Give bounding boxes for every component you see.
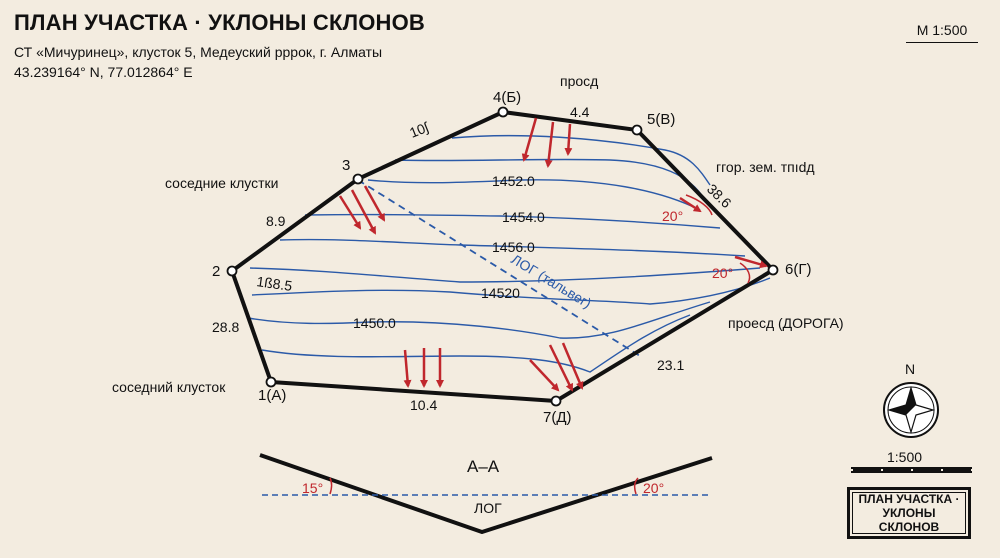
plan-coordinates: 43.239164° N, 77.012864° E: [14, 64, 193, 80]
contour-line: [304, 213, 721, 229]
side-length: 8.9: [266, 213, 286, 229]
slope-angle-right: 20°: [712, 265, 733, 281]
parcel-boundary: [230, 110, 775, 403]
map-scale-label: М 1:500: [906, 22, 978, 43]
section-left-angle: 15°: [302, 480, 323, 496]
neighbor-north-east: ггор. зем. тпıdд: [716, 159, 815, 175]
vertex-label: 3: [342, 157, 350, 174]
contour-line: [279, 238, 746, 257]
slope-arrows: [338, 117, 768, 392]
vertex-label: 1(А): [258, 387, 286, 404]
slope-arrow: [679, 196, 702, 213]
slope-arrow: [734, 255, 768, 269]
north-arrow: N 1:500: [851, 361, 972, 473]
title-stamp: ПЛАН УЧАСТКА · УКЛОНЫ СКЛОНОВ: [847, 487, 971, 539]
slope-angle-arc: [685, 194, 713, 216]
compass-star-dark: [889, 388, 916, 415]
vertex-marker: [550, 395, 562, 407]
contour-line: [249, 267, 761, 283]
contour-line: [451, 134, 711, 186]
neighbor-south-west: соседний клусток: [112, 379, 226, 395]
section-angle-arc: [329, 477, 333, 495]
side-length: 38.6: [704, 181, 735, 212]
scale-bar-label: 1:500: [887, 449, 922, 465]
vertex-marker: [767, 264, 779, 276]
section-angle-arc: [633, 477, 639, 495]
vertex-marker: [226, 265, 238, 277]
cross-section: А–А ЛОГ 15° 20°: [259, 453, 713, 534]
vertex-label: 6(Г): [785, 261, 811, 278]
vertex-marker: [352, 173, 364, 185]
slope-arrow: [363, 185, 386, 222]
vertex-markers: [226, 106, 779, 407]
slope-arrow: [350, 189, 377, 235]
contour-label: 1454.0: [502, 209, 545, 225]
contour-label: 1450.0: [353, 315, 396, 331]
neighbor-west: соседние клустки: [165, 175, 278, 191]
contour-label: 1452.0: [492, 173, 535, 189]
side-length: 1ß8.5: [256, 273, 294, 294]
slope-angle-arc: [739, 262, 751, 284]
section-title: А–А: [467, 457, 500, 476]
slope-arrow: [561, 342, 584, 390]
slope-arrow: [564, 123, 573, 156]
vertex-label: 5(В): [647, 111, 675, 128]
slope-arrow: [403, 349, 412, 388]
contour-line: [367, 179, 701, 211]
vertex-marker: [497, 106, 509, 118]
side-length: 28.8: [212, 319, 239, 335]
thalweg-line: [357, 179, 641, 357]
contour-label: 14520: [481, 285, 520, 301]
contour-line: [251, 277, 771, 305]
contour-label: 1456.0: [492, 239, 535, 255]
section-right-angle: 20°: [643, 480, 664, 496]
slope-arrow: [544, 121, 555, 168]
neighbor-north: просд: [560, 73, 598, 89]
contour-line: [261, 314, 691, 373]
neighbor-east: проесд (ДОРОГА): [728, 315, 844, 331]
slope-arrow: [521, 117, 538, 162]
slope-arrow: [548, 344, 574, 392]
plan-subtitle: СТ «Мичуринец», клусток 5, Медеуский ррр…: [14, 44, 383, 60]
slope-arrow: [529, 359, 560, 392]
section-bottom-label: ЛОГ: [474, 500, 502, 516]
plan-title: ПЛАН УЧАСТКА · УКЛОНЫ СКЛОНОВ: [14, 10, 426, 35]
vertex-marker: [265, 376, 277, 388]
vertex-label: 7(Д): [543, 409, 572, 426]
side-length: 10ʃ: [407, 118, 432, 141]
side-length: 4.4: [570, 104, 590, 120]
vertex-label: 2: [212, 263, 220, 280]
compass-north-letter: N: [905, 361, 915, 377]
side-length: 23.1: [657, 357, 684, 373]
vertex-label: 4(Б): [493, 89, 521, 106]
vertex-marker: [631, 124, 643, 136]
side-length: 10.4: [410, 397, 437, 413]
slope-arrow: [338, 195, 362, 230]
contour-line: [247, 301, 711, 339]
slope-angle-upper: 20°: [662, 208, 683, 224]
